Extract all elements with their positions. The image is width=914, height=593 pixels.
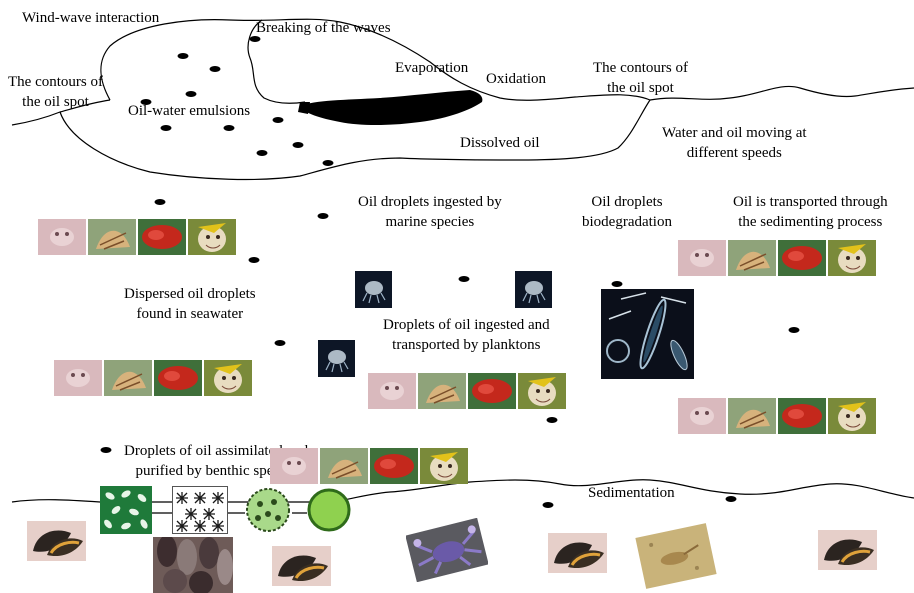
oil-droplet — [543, 502, 554, 508]
oil-droplet — [318, 213, 329, 219]
oil-droplet — [155, 199, 166, 205]
oil-droplet — [459, 276, 470, 282]
oil-droplet — [186, 91, 197, 97]
oil-droplet — [101, 447, 112, 453]
sea-surface-right — [650, 86, 914, 100]
crab-icon — [406, 518, 488, 582]
sea-floor-icon — [634, 520, 718, 592]
plankton-icon — [318, 340, 355, 377]
label-plankton: Droplets of oil ingested andtransported … — [383, 315, 550, 355]
algae-icon — [172, 486, 228, 534]
oil-droplet — [293, 142, 304, 148]
fish-strip-icon — [54, 360, 254, 396]
mussel-icon — [548, 533, 607, 573]
oil-droplet — [224, 125, 235, 131]
oil-droplet — [178, 53, 189, 59]
oil-slick — [300, 90, 482, 125]
label-contours-right: The contours ofthe oil spot — [593, 58, 688, 98]
fish-strip-icon — [368, 373, 568, 409]
label-biodegradation: Oil dropletsbiodegradation — [582, 192, 672, 232]
label-breaking: Breaking of the waves — [256, 18, 391, 38]
label-ingested-marine: Oil droplets ingested bymarine species — [358, 192, 502, 232]
microorganism-icon — [601, 289, 694, 379]
fish-strip-icon — [678, 398, 878, 434]
oil-droplet — [789, 327, 800, 333]
label-water-oil-speeds: Water and oil moving atdifferent speeds — [662, 123, 807, 163]
algae-icon — [244, 486, 292, 534]
oil-droplet — [323, 160, 334, 166]
label-contours-left: The contours ofthe oil spot — [8, 72, 103, 112]
oil-droplet — [275, 340, 286, 346]
fish-strip-icon — [678, 240, 878, 276]
oil-droplet — [612, 281, 623, 287]
label-sedimenting: Oil is transported throughthe sedimentin… — [733, 192, 888, 232]
algae-icon — [306, 486, 352, 534]
label-emulsions: Oil-water emulsions — [128, 101, 250, 121]
plankton-icon — [515, 271, 552, 308]
label-sedimentation: Sedimentation — [588, 483, 675, 503]
label-evaporation: Evaporation — [395, 58, 468, 78]
mussel-icon — [818, 530, 877, 570]
label-dissolved: Dissolved oil — [460, 133, 540, 153]
oil-slick-tail — [298, 102, 310, 114]
plankton-icon — [355, 271, 392, 308]
oil-droplet — [547, 417, 558, 423]
label-dispersed: Dispersed oil dropletsfound in seawater — [124, 284, 256, 324]
label-wind-wave: Wind-wave interaction — [22, 8, 159, 28]
fish-strip-icon — [38, 219, 238, 255]
mussel-bed-icon — [153, 537, 233, 593]
mussel-icon — [27, 521, 86, 561]
label-oxidation: Oxidation — [486, 69, 546, 89]
oil-droplet — [210, 66, 221, 72]
fish-strip-icon — [270, 448, 470, 484]
oil-droplet — [273, 117, 284, 123]
mussel-icon — [272, 546, 331, 586]
oil-droplet — [161, 125, 172, 131]
oil-droplet — [249, 257, 260, 263]
oil-droplet — [257, 150, 268, 156]
oil-droplet — [726, 496, 737, 502]
algae-icon — [100, 486, 152, 534]
